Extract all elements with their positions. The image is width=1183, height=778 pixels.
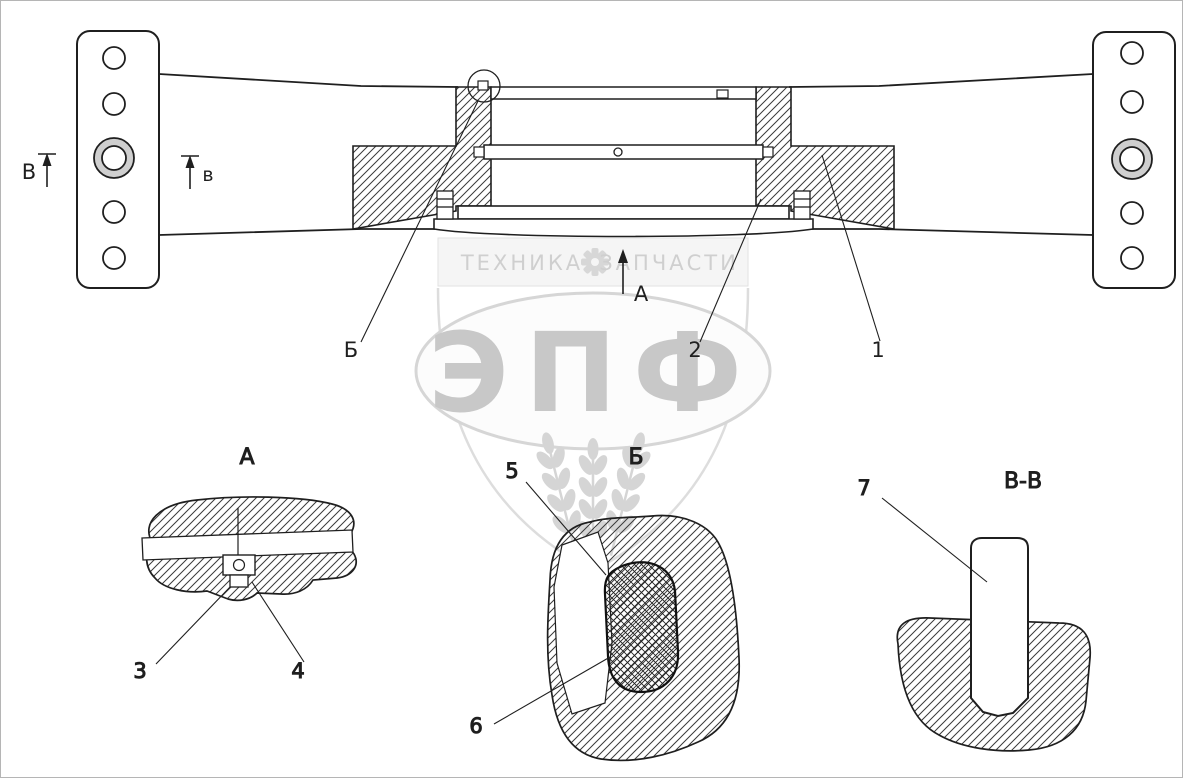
callout-label-4: 4 (291, 659, 304, 683)
detail-b-title: Б (628, 445, 643, 470)
housing-top-cover (490, 86, 757, 100)
callout-label-1: 1 (871, 338, 884, 362)
detail-view-vv: В-В 7 (857, 469, 1092, 752)
watermark-logo-text: ЭПФ (428, 309, 758, 437)
detail-vv-title: В-В (1004, 469, 1042, 494)
section-label-v-inner: в (202, 164, 213, 186)
section-label-v-outer: В (22, 160, 36, 184)
view-label-a: А (634, 282, 649, 306)
callout-label-2: 2 (688, 338, 701, 362)
detail-view-b: Б 5 6 (469, 445, 741, 762)
axle-beam-outline (158, 73, 1094, 236)
detail-vv-leaders (881, 497, 988, 583)
detail-b-groove (553, 531, 613, 715)
gear-icon (581, 248, 609, 276)
main-view: В в А Б 2 1 (22, 30, 1176, 362)
housing-middle-plate (473, 144, 774, 160)
callout-leaders (360, 100, 881, 343)
section-arrow-v-inner: в (181, 155, 214, 189)
left-flange-plate (76, 30, 160, 289)
callout-label-6: 6 (469, 714, 482, 738)
callout-label-b: Б (344, 338, 358, 362)
detail-b-seal (603, 561, 680, 694)
callout-label-5: 5 (505, 459, 518, 483)
housing-bottom-plate (433, 205, 814, 238)
detail-vv-pin (970, 537, 1029, 718)
view-arrow-a: А (618, 249, 649, 306)
detail-a-title: А (239, 445, 254, 470)
callout-label-3: 3 (133, 659, 146, 683)
detail-a-leaders (155, 581, 305, 665)
watermark: ТЕХНИКА ЗАПЧАСТИ ЭПФ (414, 237, 772, 573)
callout-label-7: 7 (857, 476, 870, 500)
housing-corner-studs (436, 190, 811, 220)
detail-a-fitting (222, 508, 256, 588)
detail-a-plate-band (141, 529, 354, 561)
detail-b-marker-circle (467, 69, 501, 103)
right-flange-plate (1092, 31, 1176, 289)
watermark-banner-left-text: ТЕХНИКА (460, 251, 583, 275)
detail-b-leaders (493, 481, 611, 725)
section-arrow-v-outer: В (22, 153, 56, 187)
detail-view-a: А 3 4 (133, 445, 357, 684)
